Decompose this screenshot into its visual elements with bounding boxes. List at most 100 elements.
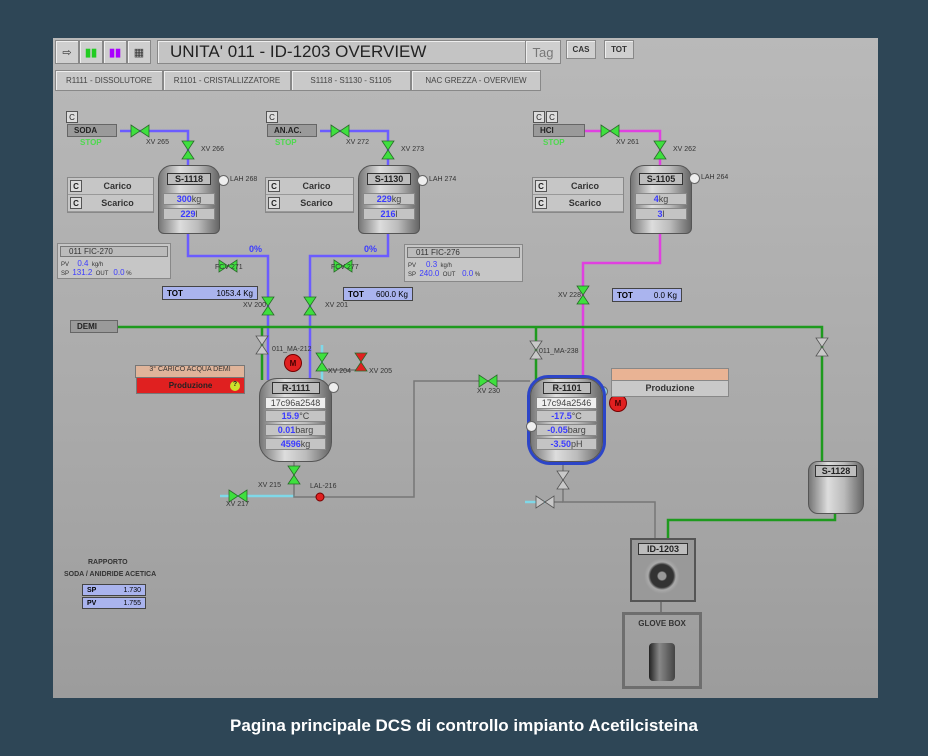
unit: kg/h — [91, 262, 104, 268]
reactor-r1111[interactable]: R-1111 17c96a2548 15.9°C 0.01barg 4596kg — [259, 378, 332, 462]
carico-button[interactable]: Carico — [570, 181, 599, 191]
valve-xv266-icon[interactable] — [181, 140, 195, 160]
pv-value: 0.3 — [426, 260, 438, 269]
valve-r1101-water-icon[interactable] — [535, 495, 555, 509]
anac-c-button[interactable]: C — [266, 111, 278, 123]
hcl-c-button-2[interactable]: C — [546, 111, 558, 123]
valve-xv215-icon[interactable] — [287, 465, 301, 485]
carico-c[interactable]: C — [535, 180, 547, 192]
fic-270-faceplate[interactable]: 011 FIC-270 PV 0.4 kg/h SP 131.2 OUT 0.0… — [57, 243, 171, 279]
valve-xv230-icon[interactable] — [478, 374, 498, 388]
valve-xv217-icon[interactable] — [228, 489, 248, 503]
valve-xv200-icon[interactable] — [261, 296, 275, 316]
tank-s1130[interactable]: S-1130 229kg 216l — [358, 165, 420, 234]
valve-r1101-bottom-icon[interactable] — [556, 470, 570, 490]
valve-xv273-icon[interactable] — [381, 140, 395, 160]
valve-xv204-icon[interactable] — [315, 352, 329, 372]
valve-xv262-icon[interactable] — [653, 140, 667, 160]
scarico-button[interactable]: Scarico — [300, 198, 333, 208]
scarico-c[interactable]: C — [268, 197, 280, 209]
r1111-status-button[interactable]: Produzione? — [136, 377, 245, 394]
scarico-button[interactable]: Scarico — [568, 198, 602, 208]
temperature-value: -17.5 — [551, 411, 572, 421]
pv-label: PV — [61, 262, 70, 268]
tank-s1105[interactable]: S-1105 4kg 3l — [630, 165, 692, 234]
volume-value: 216 — [380, 209, 396, 219]
hcl-feed-pipe — [581, 232, 662, 380]
caption: Pagina principale DCS di controllo impia… — [230, 716, 698, 735]
glove-box[interactable]: GLOVE BOX — [622, 612, 702, 689]
out-label: OUT — [442, 272, 456, 278]
tot-label: TOT — [167, 288, 183, 298]
valve-fcv277-icon[interactable] — [333, 259, 353, 273]
scarico-button[interactable]: Scarico — [101, 198, 134, 208]
hcl-source[interactable]: HCl — [533, 124, 585, 137]
valve-demi-v1-icon[interactable] — [255, 335, 269, 355]
carico-button[interactable]: Carico — [103, 181, 132, 191]
tank-s1118[interactable]: S-1118 300kg 229l — [158, 165, 220, 234]
scarico-c[interactable]: C — [70, 197, 82, 209]
carico-panel-s1118: C Carico C Scarico — [67, 177, 154, 213]
soda-status: STOP — [80, 138, 102, 147]
anac-source[interactable]: AN.AC. — [267, 124, 317, 137]
reactor-tag: R-1101 — [543, 382, 591, 394]
tank-tag: S-1130 — [367, 173, 411, 185]
arrow-right-icon[interactable]: ⇨ — [55, 40, 79, 64]
valve-demi-v3-icon[interactable] — [815, 337, 829, 357]
cas-button[interactable]: CAS — [566, 40, 596, 59]
valve-fcv271-icon[interactable] — [218, 259, 238, 273]
fcv277-output: 0% — [364, 244, 378, 254]
motor-ma212-icon[interactable]: M — [284, 354, 302, 372]
tab-r1111[interactable]: R1111 - DISSOLUTORE — [55, 70, 163, 91]
reactor-r1101[interactable]: R-1101 17c94a2546 -17.5°C -0.05barg -3.5… — [530, 378, 603, 462]
xv215-label: XV 215 — [258, 482, 281, 489]
tot-button[interactable]: TOT — [604, 40, 634, 59]
xv266-label: XV 266 — [201, 146, 224, 153]
ma238-label: 011_MA-238 — [539, 348, 579, 355]
tank-s1128[interactable]: S-1128 — [808, 461, 864, 514]
valve-xv265-icon[interactable] — [130, 124, 150, 138]
table-icon[interactable]: ▦ — [127, 40, 151, 64]
ma212-label: 011_MA-212 — [272, 346, 312, 353]
carico-button[interactable]: Carico — [302, 181, 331, 191]
unit: l — [395, 209, 398, 219]
help-icon[interactable]: ? — [230, 380, 240, 391]
trend-icon[interactable]: ▮▮ — [79, 40, 103, 64]
valve-xv261-icon[interactable] — [600, 124, 620, 138]
mass-value: 4596 — [280, 439, 301, 449]
scarico-c[interactable]: C — [535, 197, 547, 209]
demi-source[interactable]: DEMI — [70, 320, 118, 333]
valve-demi-v2-icon[interactable] — [529, 340, 543, 360]
valve-xv228-icon[interactable] — [576, 285, 590, 305]
xv261-label: XV 261 — [616, 139, 639, 146]
soda-c-button[interactable]: C — [66, 111, 78, 123]
tot-value: 1053.4 — [216, 288, 241, 298]
unit: pH — [571, 439, 583, 449]
r1101-status-button[interactable]: Produzione — [611, 380, 729, 397]
bars-icon[interactable]: ▮▮ — [103, 40, 127, 64]
carico-c[interactable]: C — [70, 180, 82, 192]
tab-nac-overview[interactable]: NAC GREZZA - OVERVIEW — [411, 70, 541, 91]
tab-storage[interactable]: S1118 - S1130 - S1105 — [291, 70, 411, 91]
unit: barg — [567, 425, 586, 435]
mass-value: 300 — [176, 194, 192, 204]
fic-276-faceplate[interactable]: 011 FIC-276 PV 0.3 kg/h SP 240.0 OUT 0.0… — [404, 244, 523, 282]
soda-source[interactable]: SODA — [67, 124, 117, 137]
tab-r1101[interactable]: R1101 - CRISTALLIZZATORE — [163, 70, 291, 91]
dryer-id1203[interactable]: ID-1203 — [630, 538, 696, 602]
unit: l — [662, 209, 665, 219]
out-value: 0.0 — [113, 268, 125, 277]
unit: % — [474, 272, 481, 278]
valve-xv205-icon[interactable] — [354, 352, 368, 372]
valve-xv272-icon[interactable] — [330, 124, 350, 138]
hcl-c-button-1[interactable]: C — [533, 111, 545, 123]
tag-search[interactable]: Tag — [525, 40, 561, 64]
pv-value: 0.4 — [77, 259, 89, 268]
glovebox-label: GLOVE BOX — [638, 619, 686, 628]
carico-c[interactable]: C — [268, 180, 280, 192]
valve-xv201-icon[interactable] — [303, 296, 317, 316]
